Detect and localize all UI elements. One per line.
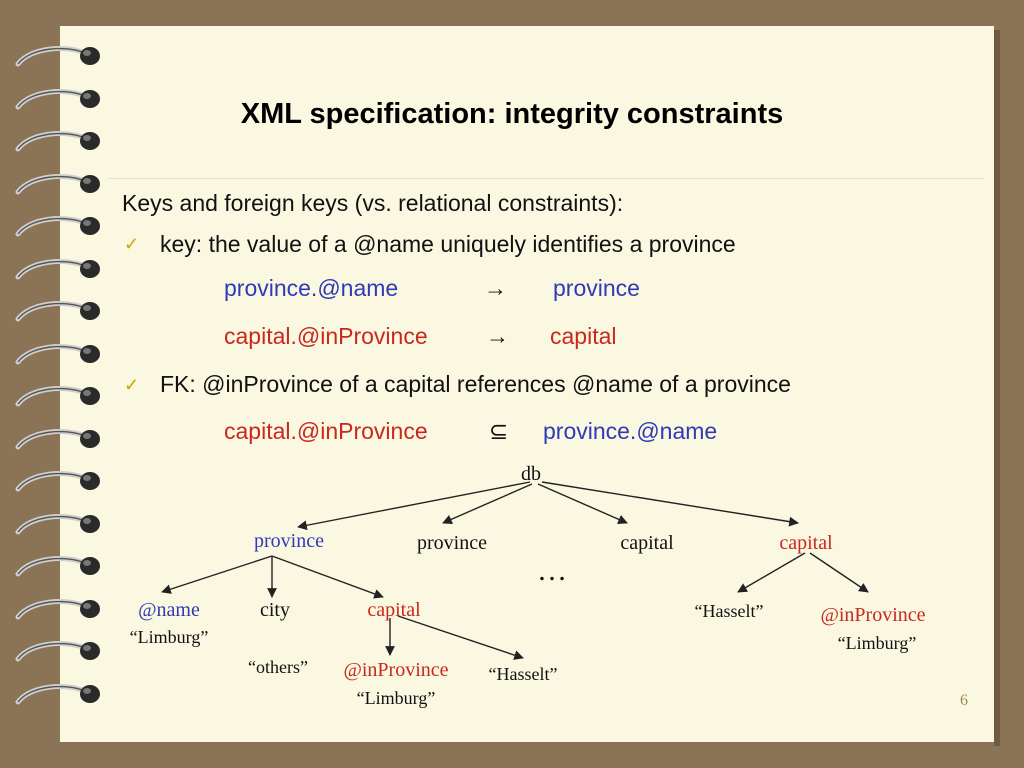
intro-text: Keys and foreign keys (vs. relational co… [122,190,624,216]
ellipsis: … [537,554,567,587]
tree-value: “Hasselt” [489,664,558,684]
tree-value: “Limburg” [838,633,917,653]
tree-node-name-attr: @name [138,599,200,621]
edge-db-capital2 [541,481,799,527]
binding-ring-icon [15,216,100,237]
tree-node-province: province [417,532,487,554]
page-shadow [994,30,1000,746]
slide-page [60,26,994,742]
key-row1-arrow: → [484,275,507,301]
key-row2-left: capital.@inProvince [224,323,428,349]
tree-value: “Hasselt” [695,601,764,621]
tree-value: “Limburg” [357,688,436,708]
tree-value: “Limburg” [130,627,209,647]
tree-node-city: city [260,599,290,621]
key-row2-right: capital [550,323,617,349]
binding-ring-icon [15,386,100,407]
bullet-fk: FK: @inProvince of a capital references … [160,371,791,397]
binding-ring-icon [15,88,100,109]
binding-ring-icon [15,131,100,152]
slide-title: XML specification: integrity constraints [240,98,784,130]
binding-ring-icon [15,471,100,492]
binding-ring-icon [15,641,100,662]
edge-province-capital [271,555,384,599]
binding-ring-icon [15,513,100,534]
edge-db-province1 [297,481,531,531]
key-row1-right: province [553,275,640,301]
edge-capital-hasselt [397,615,524,660]
tree-edges [161,481,869,660]
bullet-key: key: the value of a @name uniquely ident… [160,231,736,257]
check-icon: ✓ [124,234,140,254]
binding-ring-icon [15,556,100,577]
edge-province-name [161,555,273,594]
tree-node-inprovince-attr: @inProvince [343,659,448,681]
key-row2-arrow: → [486,323,509,349]
binding-ring-icon [15,46,100,67]
binding-ring-icon [15,301,100,322]
key-row1-left: province.@name [224,275,399,301]
tree-node-capital: capital [620,532,674,554]
edge-db-capital1 [537,483,628,524]
edge-capital2-hasselt [737,552,806,593]
binding-ring-icon [15,173,100,194]
binding-ring-icon [15,428,100,449]
binding-ring-icon [15,683,100,704]
binding-ring-icon [15,343,100,364]
tree-root: db [521,463,541,485]
tree-node-inprovince-attr: @inProvince [820,604,925,626]
tree-node-province: province [254,530,324,552]
tree-value: “others” [248,657,308,677]
binding-ring-icon [15,258,100,279]
page-number: 6 [960,692,968,709]
tree-node-capital: capital [367,599,421,621]
edge-db-province2 [442,483,533,524]
binding-ring-icon [15,598,100,619]
fk-subset: ⊆ [489,418,509,444]
tree-node-capital: capital [779,532,833,554]
fk-left: capital.@inProvince [224,418,428,444]
check-icon: ✓ [124,375,140,395]
edge-capital2-inprovince [809,552,869,593]
fk-right: province.@name [543,418,718,444]
title-divider [108,178,984,179]
